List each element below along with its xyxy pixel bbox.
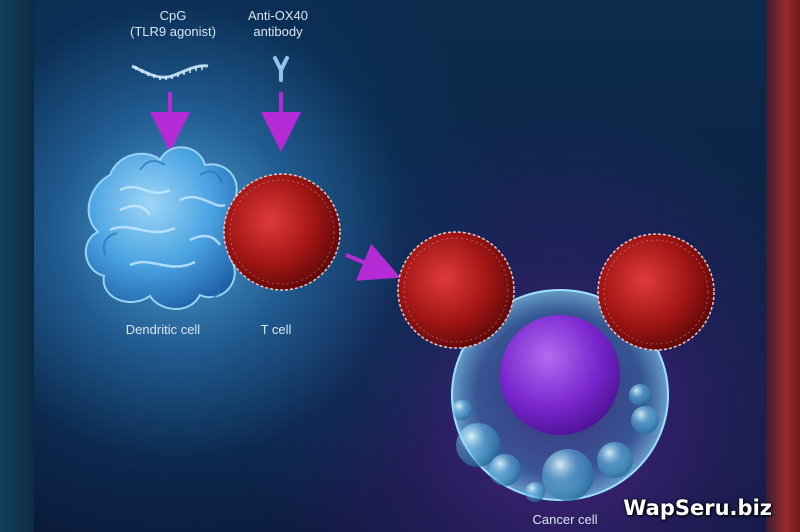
label-ox40-line2: antibody [253,24,303,39]
tcell-activated [223,173,341,291]
label-anti-ox40: Anti-OX40 antibody [228,8,328,40]
bubble [489,454,521,486]
bubble [597,442,633,478]
antibody-icon [273,56,289,82]
label-cpg-line2: (TLR9 agonist) [130,24,216,39]
tcell-attacking-right [597,233,715,351]
watermark: WapSeru.biz [623,496,772,520]
left-margin-band [0,0,34,532]
cancer-cell [451,289,669,502]
label-cpg: CpG (TLR9 agonist) [118,8,228,40]
bubble [542,449,594,501]
dendritic-cell [84,146,248,310]
cpg-strand-icon [131,64,209,80]
right-margin-band [766,0,800,532]
label-cancer-cell: Cancer cell [532,512,598,527]
bubble [456,423,500,467]
bubble [452,400,472,420]
bubble [631,406,659,434]
label-dendritic-cell: Dendritic cell [125,322,201,337]
label-cpg-line1: CpG [159,8,187,23]
label-ox40-line1: Anti-OX40 [248,8,308,23]
arrow-to-cancer [345,243,401,281]
tcell-attacking-left [397,231,515,349]
bubble [629,384,651,406]
bubble [525,482,545,502]
label-t-cell: T cell [260,322,292,337]
